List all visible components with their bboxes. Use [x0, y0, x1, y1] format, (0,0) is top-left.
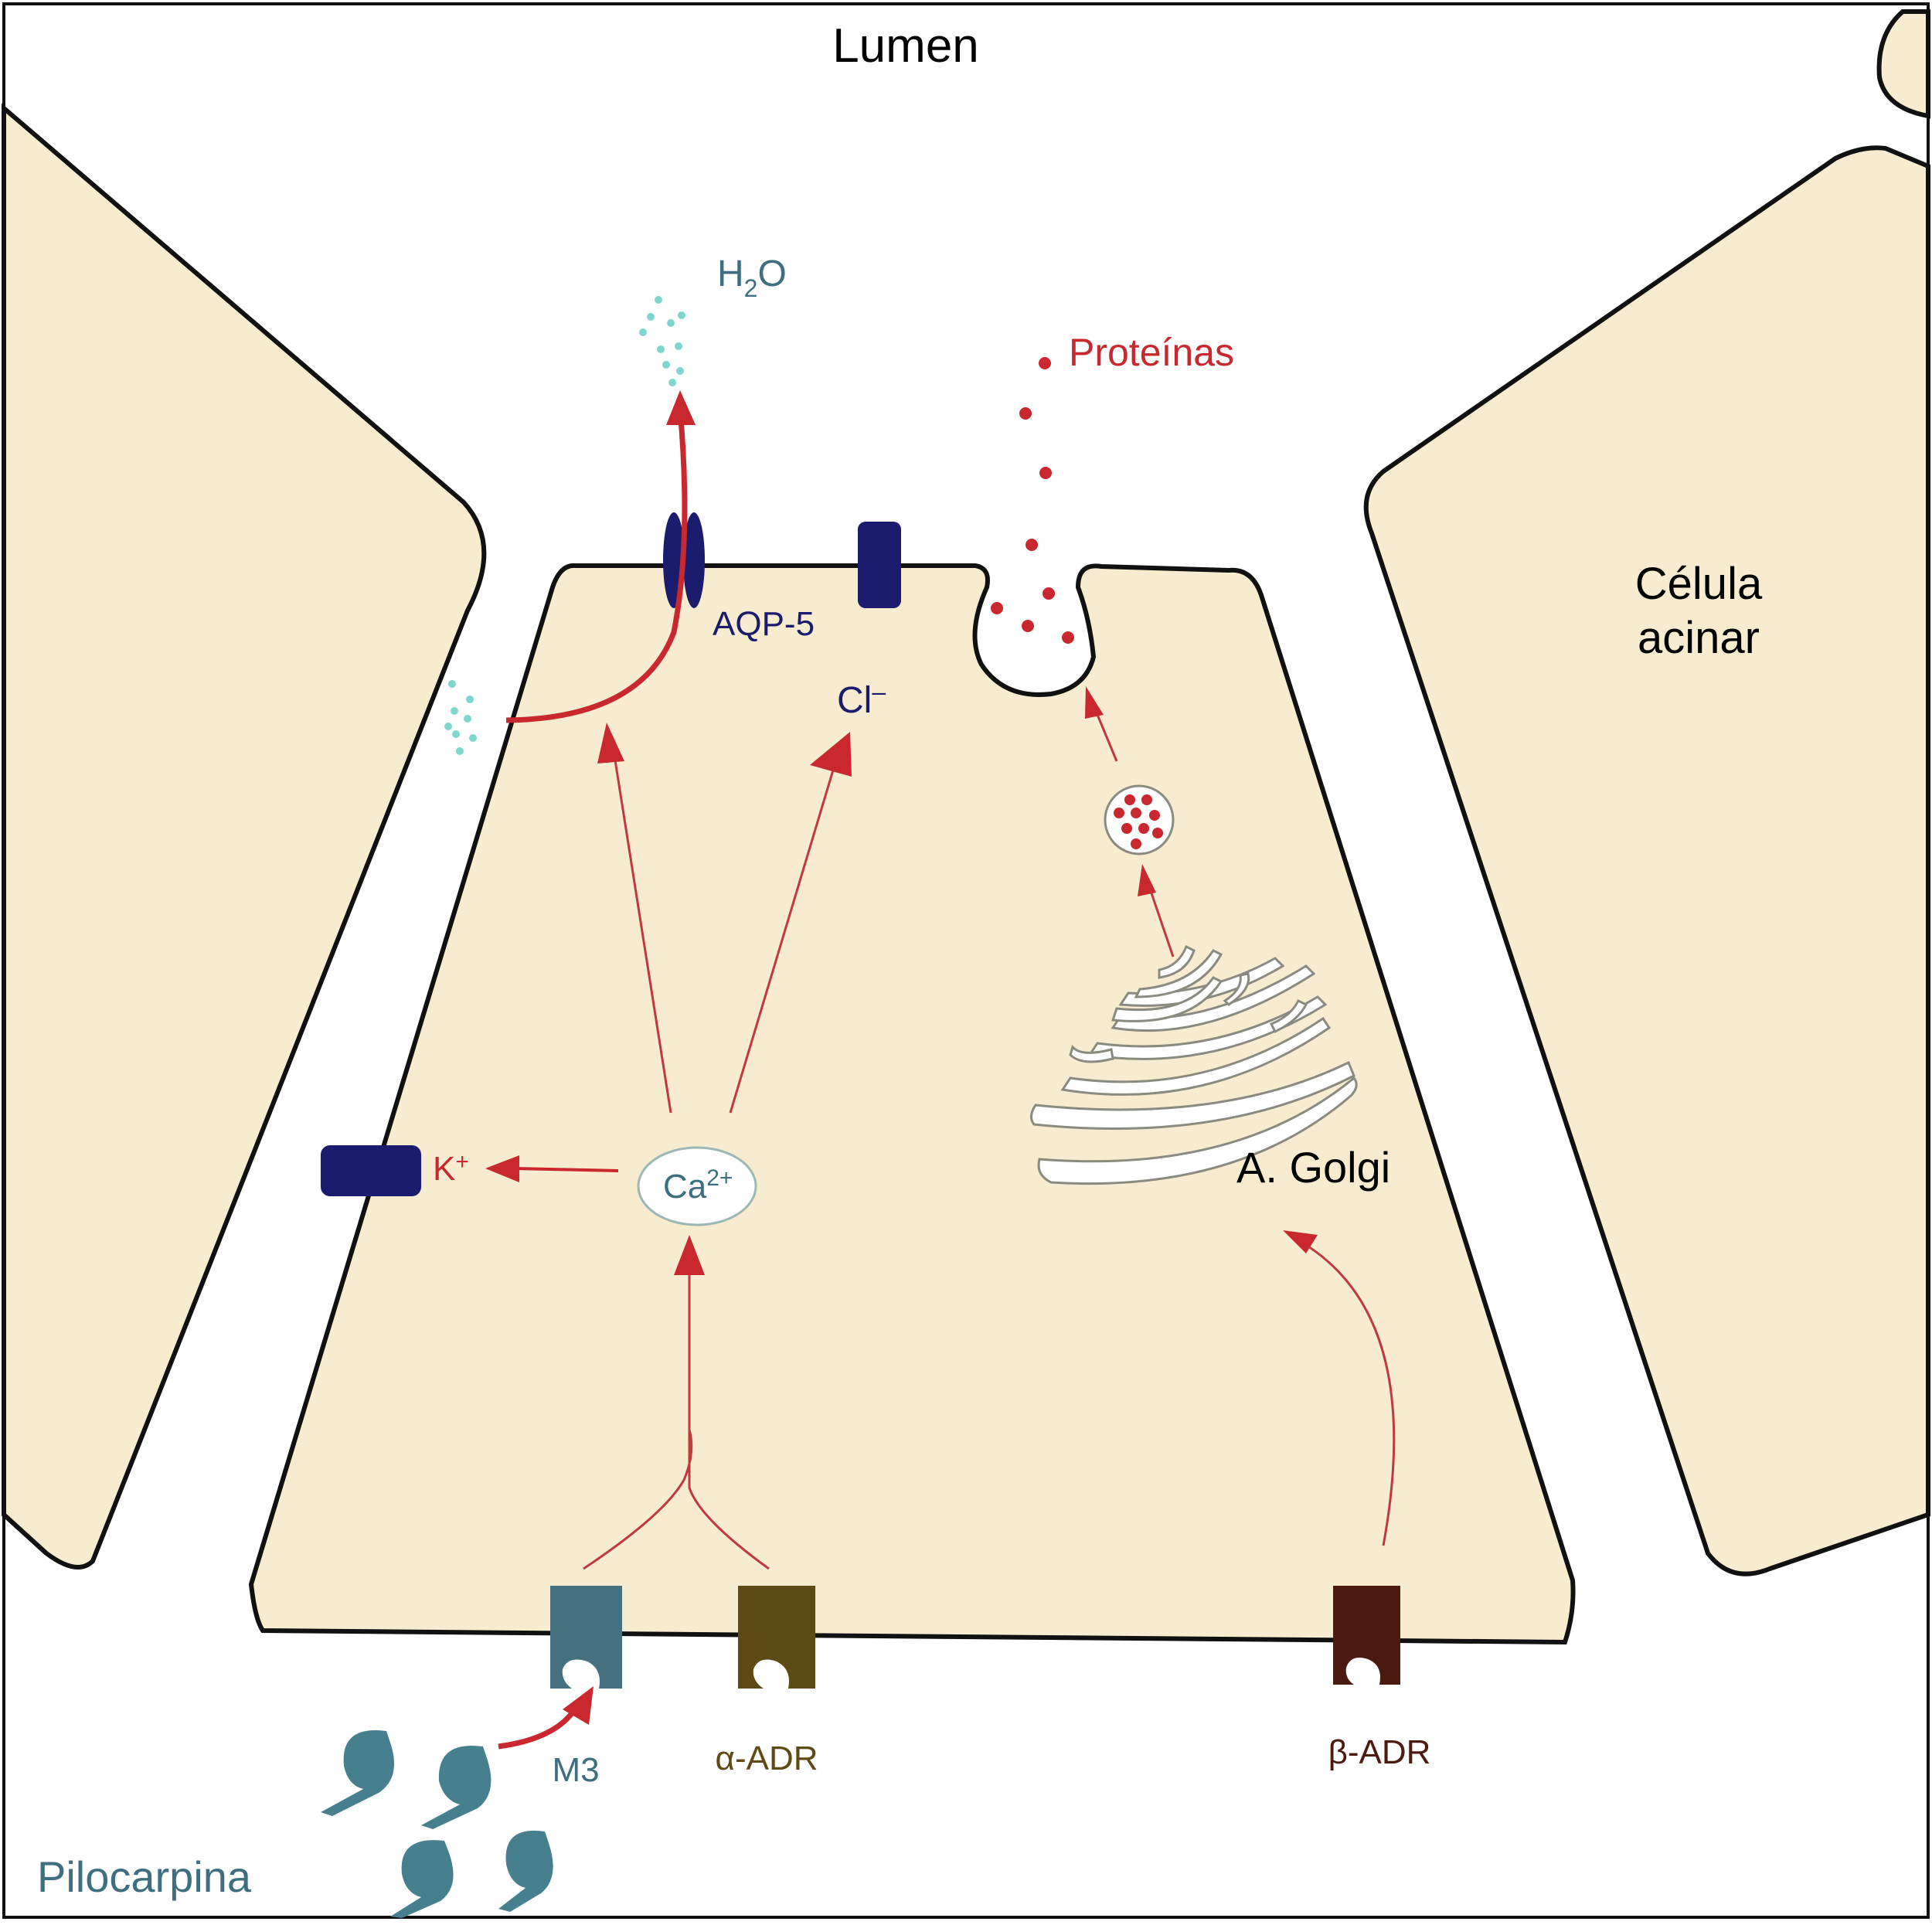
receptors-to-calcium-fork	[583, 1271, 770, 1570]
vesicle-to-lumen-arrow	[1094, 710, 1118, 762]
water-molecules-lumen	[639, 296, 685, 386]
alpha-adr-receptor	[738, 1586, 815, 1689]
pilocarpine-to-m3-arrowhead	[563, 1686, 594, 1725]
potassium-label: K+	[433, 1149, 469, 1188]
alpha-adr-label: α-ADR	[716, 1740, 818, 1777]
main-acinar-cell	[248, 563, 1576, 1645]
vesicle-proteins	[1114, 794, 1163, 849]
water-flow-arrow	[505, 409, 688, 723]
right-neighbor-cell	[1363, 145, 1930, 1576]
ca-to-water-arrowhead	[597, 723, 624, 764]
ca-to-chloride-arrow	[729, 764, 836, 1114]
water-flow-arrowhead	[666, 390, 696, 425]
beta-to-golgi-arrow	[1298, 1239, 1396, 1546]
calcium-node	[637, 1146, 757, 1226]
golgi-to-vesicle-arrowhead	[1138, 864, 1156, 896]
pilocarpine-molecules	[321, 1729, 553, 1918]
chloride-label: Cl–	[837, 678, 886, 721]
lumen-label: Lumen	[832, 19, 979, 73]
ca-to-water-arrow	[611, 745, 672, 1114]
golgi-label: A. Golgi	[1236, 1143, 1390, 1192]
acinar-cell-label-line2: acinar	[1638, 613, 1760, 663]
acinar-cell-label: Célula	[1635, 559, 1763, 609]
water-molecules-interstitial	[444, 680, 477, 755]
ca-to-potassium-arrowhead	[485, 1155, 519, 1182]
proteins-label: Proteínas	[1069, 331, 1234, 374]
m3-label: M3	[552, 1751, 599, 1789]
vesicle-to-lumen-arrowhead	[1085, 686, 1104, 719]
receptors-to-calcium-arrowhead	[674, 1235, 705, 1275]
ca-to-chloride-arrowhead	[810, 732, 852, 777]
aqp5-label: AQP-5	[713, 605, 815, 643]
beta-to-golgi-arrowhead	[1283, 1230, 1318, 1253]
potassium-channel	[321, 1145, 421, 1196]
golgi-to-vesicle-arrow	[1148, 888, 1175, 957]
beta-adr-label: β-ADR	[1328, 1733, 1431, 1771]
h2o-label: H2O	[717, 253, 787, 302]
ca-to-potassium-arrow	[513, 1167, 619, 1172]
beta-adr-receptor	[1333, 1586, 1400, 1685]
pilocarpine-label: Pilocarpina	[37, 1852, 252, 1901]
chloride-channel	[858, 522, 901, 608]
calcium-label: Ca2+	[663, 1165, 733, 1206]
m3-receptor	[550, 1586, 622, 1689]
golgi-apparatus	[1030, 944, 1358, 1185]
left-neighbor-cell	[1, 103, 487, 1570]
pilocarpine-to-m3-arrow	[498, 1706, 578, 1750]
top-right-partial-cell	[1876, 9, 1930, 119]
secreted-proteins	[991, 357, 1074, 644]
